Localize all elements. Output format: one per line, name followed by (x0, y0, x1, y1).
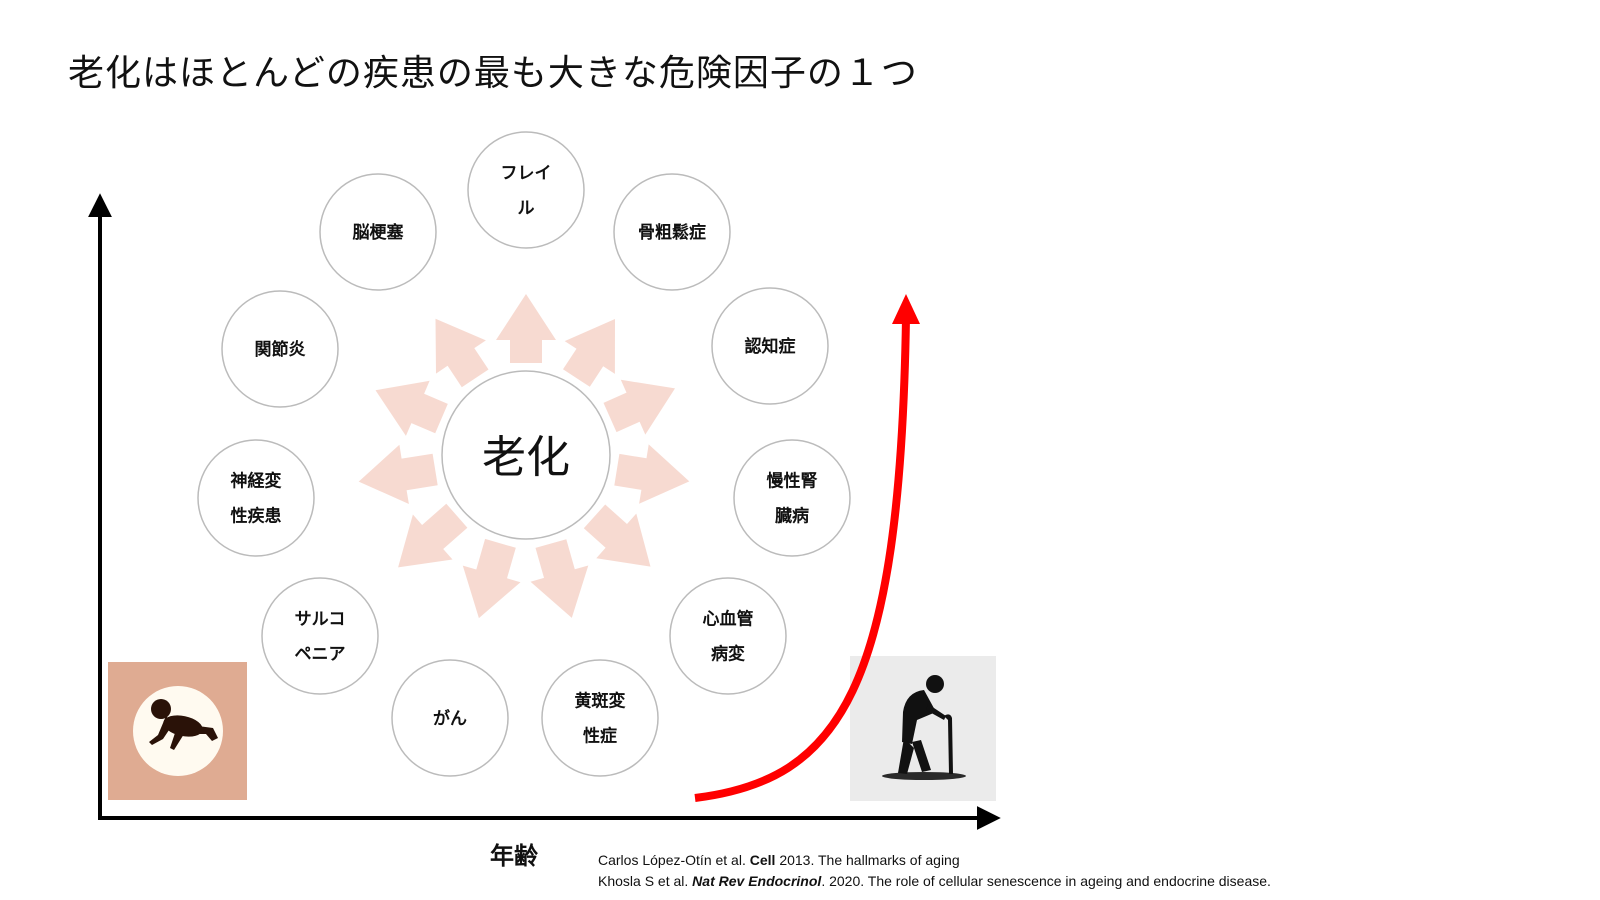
reference-2: Khosla S et al. Nat Rev Endocrinol. 2020… (598, 873, 1271, 889)
baby-image (108, 662, 247, 800)
disease-circle (711, 287, 829, 405)
arrow-to-disease-9 (375, 380, 448, 436)
risk-curve-arrowhead (892, 294, 920, 324)
disease-label: フレイ (501, 164, 552, 184)
disease-circle (669, 577, 787, 695)
crawling-baby-icon (149, 699, 218, 750)
arrow-to-disease-0 (496, 294, 556, 363)
disease-circle (613, 173, 731, 291)
arrow-to-disease-10 (435, 318, 489, 388)
arrow-to-disease-5 (530, 539, 589, 618)
disease-label: 性疾患 (231, 506, 282, 527)
arrow-to-disease-8 (358, 444, 438, 504)
disease-label: 骨粗鬆症 (638, 222, 706, 243)
disease-label: 神経変 (231, 471, 282, 492)
disease-circle (319, 173, 437, 291)
disease-circle (221, 290, 339, 408)
center-label: 老化 (482, 432, 570, 483)
radiating-arrows (358, 294, 690, 619)
disease-label: 心血管 (703, 609, 754, 630)
arrow-to-disease-2 (603, 379, 675, 435)
disease-node-6: がん (391, 659, 509, 777)
disease-circle (197, 439, 315, 557)
disease-circle (391, 659, 509, 777)
arrow-to-disease-1 (563, 319, 615, 387)
disease-label: 黄斑変 (575, 691, 626, 712)
risk-curve (694, 317, 910, 802)
disease-circle (467, 131, 585, 249)
disease-node-2: 認知症 (711, 287, 829, 405)
arrow-to-disease-3 (614, 444, 690, 504)
disease-label: 関節炎 (255, 339, 306, 360)
disease-label: ル (518, 199, 535, 219)
disease-label: 脳梗塞 (353, 222, 405, 243)
center-node: 老化 (441, 370, 611, 540)
arrow-to-disease-6 (462, 538, 521, 619)
disease-label: 性症 (583, 726, 617, 747)
disease-label: 病変 (711, 644, 745, 665)
page-title: 老化はほとんどの疾患の最も大きな危険因子の１つ (68, 53, 918, 94)
disease-label: 認知症 (745, 336, 796, 357)
references: Carlos López-Otín et al. Cell 2013. The … (598, 850, 1271, 892)
disease-label: ペニア (295, 645, 346, 665)
disease-node-9: 関節炎 (221, 290, 339, 408)
reference-1: Carlos López-Otín et al. Cell 2013. The … (598, 852, 960, 868)
x-axis-label: 年齢 (490, 842, 538, 870)
disease-label: サルコ (295, 610, 346, 630)
elderly-person-with-cane-icon (882, 675, 966, 780)
disease-label: 臓病 (775, 506, 809, 527)
disease-circle (733, 439, 851, 557)
disease-label: 慢性腎 (767, 471, 818, 492)
disease-node-1: 骨粗鬆症 (613, 173, 731, 291)
elderly-image (850, 656, 996, 801)
arrow-to-disease-7 (398, 503, 468, 568)
disease-node-10: 脳梗塞 (319, 173, 437, 291)
disease-circle (261, 577, 379, 695)
arrow-to-disease-4 (583, 504, 651, 567)
disease-circle (541, 659, 659, 777)
disease-label: がん (433, 708, 467, 729)
